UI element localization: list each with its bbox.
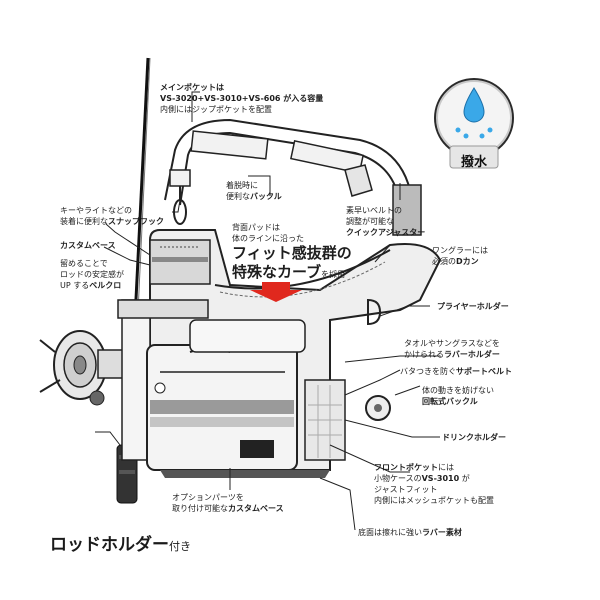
- custom-base-top-label: カスタムベース: [60, 241, 116, 250]
- main-pocket-label: メインポケットは VS-3020+VS-3010+VS-606 が入る容量 内側…: [160, 83, 324, 114]
- curve-arrow: [250, 282, 302, 302]
- snap-hook: [169, 169, 191, 225]
- shoulder-strap: [164, 118, 422, 236]
- rubber-bottom-label: 底面は擦れに強いラバー素材: [358, 528, 462, 537]
- water-drop-icon: [463, 87, 485, 123]
- water-repellent-badge: [434, 78, 514, 169]
- quick-adjuster-label: 素早いベルトの 調整が可能な クイックアジャスター: [346, 206, 426, 237]
- leader-lines: [95, 91, 440, 531]
- water-repellent-label: 撥水: [460, 155, 487, 170]
- rubber-holder-label: タオルやサングラスなどを かけられるラバーホルダー: [404, 339, 500, 359]
- option-base-label: オプションパーツを 取り付け可能なカスタムベース: [172, 493, 284, 513]
- support-belt-label: バタつきを防ぐサポートベルト: [400, 367, 512, 376]
- rod-holder-title: ロッドホルダー付き: [50, 535, 191, 555]
- back-pad-label: 背面パッドは 体のラインに沿った フィット感抜群の 特殊なカーブを採用: [232, 223, 352, 281]
- bag-body: [117, 229, 442, 478]
- fishing-reel: [39, 330, 129, 406]
- velcro-label: 留めることで ロッドの安定感が UP するベルクロ: [60, 259, 124, 290]
- plier-holder-label: プライヤーホルダー: [437, 302, 509, 311]
- snap-hook-label: キーやライトなどの 装着に便利なスナップフック: [60, 206, 164, 226]
- front-pocket-label: フロントポケットには 小物ケースのVS-3010 が ジャストフィット 内側には…: [374, 463, 494, 505]
- drink-holder-label: ドリンクホルダー: [442, 433, 506, 442]
- buckle-label: 着脱時に 便利なバックル: [226, 181, 282, 201]
- d-ring-label: ワングラーには 必須のDカン: [432, 246, 488, 266]
- rotating-buckle-label: 体の動きを妨げない 回転式バックル: [422, 386, 494, 406]
